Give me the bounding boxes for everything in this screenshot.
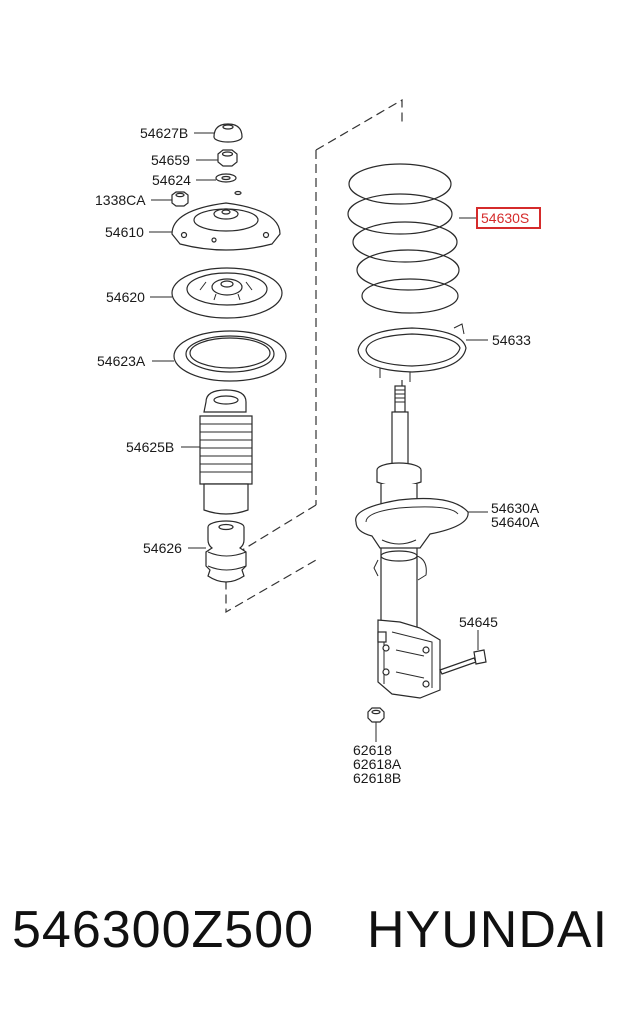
spring-seat-54623A <box>173 330 287 382</box>
label-62618: 62618 <box>353 742 392 758</box>
label-1338CA: 1338CA <box>95 192 146 208</box>
label-54630S: 54630S <box>481 210 529 226</box>
spring-pad-54633 <box>357 323 467 382</box>
leader-lines <box>149 132 488 742</box>
shock-absorber-54630A <box>355 385 469 699</box>
label-54645: 54645 <box>459 614 498 630</box>
coil-spring-54630S <box>347 163 460 314</box>
bolt-54645 <box>439 649 487 675</box>
label-54630A: 54630A <box>491 500 540 516</box>
dust-boot-54625B <box>199 389 253 515</box>
strut-mount-54610 <box>171 202 281 251</box>
label-54623A: 54623A <box>97 353 146 369</box>
flange-nut-1338CA <box>171 190 242 207</box>
label-54633: 54633 <box>492 332 531 348</box>
label-54625B: 54625B <box>126 439 174 455</box>
label-54620: 54620 <box>106 289 145 305</box>
footer: 546300Z500 HYUNDAI <box>0 900 620 980</box>
cap-54627B <box>213 123 243 143</box>
label-54610: 54610 <box>105 224 144 240</box>
nut-54659 <box>217 149 238 167</box>
brand-text: HYUNDAI <box>367 901 609 959</box>
highlight-box <box>476 207 541 229</box>
label-62618A: 62618A <box>353 756 402 772</box>
label-54626: 54626 <box>143 540 182 556</box>
label-54627B: 54627B <box>140 125 188 141</box>
part-number-text: 546300Z500 <box>12 901 315 959</box>
bearing-54620 <box>171 267 283 319</box>
strut-assembly-diagram: 54627B 54659 54624 1338CA 54610 54620 54… <box>95 98 541 786</box>
bump-stop-54626 <box>205 520 247 583</box>
part-labels: 54627B 54659 54624 1338CA 54610 54620 54… <box>95 125 540 786</box>
nut-62618 <box>367 707 385 723</box>
label-54624: 54624 <box>152 172 191 188</box>
label-54659: 54659 <box>151 152 190 168</box>
label-54640A: 54640A <box>491 514 540 530</box>
washer-54624 <box>215 173 237 183</box>
label-62618B: 62618B <box>353 770 401 786</box>
